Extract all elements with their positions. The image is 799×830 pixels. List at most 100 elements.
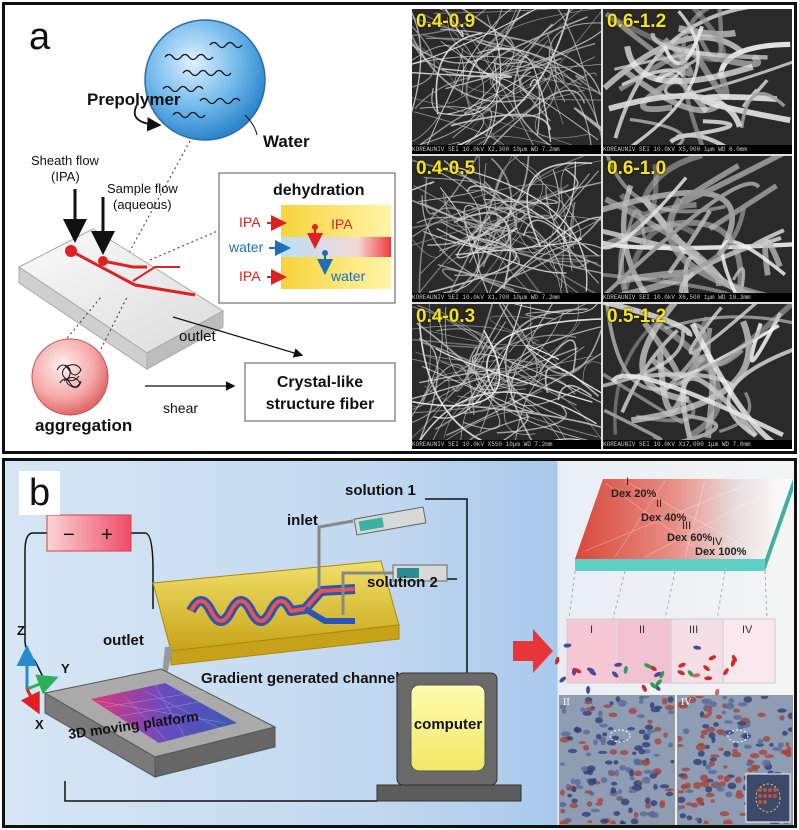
cell	[703, 665, 710, 672]
cell	[614, 662, 623, 667]
sem-size-label: 0.6-1.2	[607, 11, 667, 32]
minus-sign: −	[63, 524, 75, 546]
microfluidic-schematic: Prepolymer Water Sheath flow (IPA) Sampl…	[18, 19, 396, 435]
dex-label-3: Dex 60%	[667, 532, 712, 544]
scaffold-roman-4: IV	[712, 536, 723, 548]
ipa-top-label: IPA	[239, 214, 261, 230]
scaffold-roman-2: II	[656, 498, 662, 510]
water-right-label: water	[330, 268, 366, 284]
sem-footer: KOREAUNIV SEI 10.0kV X550 10μm WD 7.2mm	[412, 439, 601, 449]
panel-b-label: b	[19, 471, 61, 515]
water-label: Water	[263, 132, 310, 151]
3d-moving-platform	[43, 668, 277, 778]
stain-image-iv: IV	[677, 695, 793, 825]
cell	[655, 679, 663, 686]
panel-a: Prepolymer Water Sheath flow (IPA) Sampl…	[2, 2, 797, 454]
cell	[687, 670, 694, 677]
cell	[573, 668, 582, 674]
electrospinning-schematic: − + solution 1 solution 2 inlet outlet G…	[16, 476, 793, 802]
cell	[731, 654, 737, 663]
axis-y-label: Y	[61, 661, 70, 676]
cell	[554, 656, 560, 665]
polymer-chains	[162, 41, 243, 119]
cell	[586, 685, 591, 694]
scaffold-roman-3: III	[682, 520, 691, 532]
cell	[659, 670, 665, 679]
cell	[611, 671, 619, 678]
stain-image-ii: II	[559, 695, 675, 825]
sheath-flow-sub: (IPA)	[51, 169, 80, 184]
aggregation-sphere	[31, 338, 109, 416]
water-left-label: water	[228, 239, 264, 255]
computer-label: computer	[414, 716, 483, 733]
axis-x-label: X	[35, 717, 44, 732]
cell	[678, 662, 686, 668]
cell	[641, 684, 647, 692]
prepolymer-sphere	[144, 19, 266, 141]
strip-roman-3: III	[689, 624, 698, 636]
cell	[623, 665, 628, 674]
microfluidic-chip	[18, 228, 224, 370]
cell	[704, 676, 713, 681]
inlet-label: inlet	[287, 512, 318, 529]
cell	[559, 676, 567, 683]
right-arrow-icon	[513, 629, 553, 673]
strip-roman-2: II	[639, 624, 645, 636]
cell	[650, 682, 657, 689]
cells	[554, 643, 737, 705]
ipa-bottom-label: IPA	[239, 268, 261, 284]
cell	[653, 671, 662, 678]
crystal-line2: structure fiber	[266, 396, 374, 413]
axis-z-label: Z	[17, 623, 25, 638]
sheath-flow-label: Sheath flow	[31, 153, 100, 168]
panel-a-label: a	[19, 15, 61, 59]
sem-size-label: 0.4-0.3	[416, 305, 476, 327]
sem-footer: KOREAUNIV SEI 10.0kV X1,700 10μm WD 7.2m…	[412, 292, 601, 302]
strip-roman-4: IV	[742, 624, 753, 636]
stain-label-ii: II	[563, 697, 570, 708]
cell	[714, 688, 720, 697]
plus-sign: +	[101, 524, 113, 546]
dex-label-2: Dex 40%	[641, 512, 686, 524]
gradient-scaffold	[575, 479, 793, 571]
sem-footer: KOREAUNIV SEI 10.0kV X17,000 1μm WD 7.0m…	[603, 439, 792, 449]
prepolymer-label: Prepolymer	[87, 90, 181, 109]
outlet-label: outlet	[179, 328, 217, 345]
solution2-label: solution 2	[367, 574, 438, 591]
sem-footer: KOREAUNIV SEI 10.0kV X5,000 1μm WD 6.0mm	[603, 145, 792, 155]
solution1-label: solution 1	[345, 482, 416, 499]
gradient-channel-chip	[152, 560, 400, 666]
sem-footer: KOREAUNIV SEI 10.0kV X6,500 1μm WD 10.3m…	[603, 292, 792, 302]
scaffold-roman-1: I	[626, 476, 629, 488]
cell	[723, 668, 729, 676]
sample-flow-label: Sample flow	[107, 181, 178, 196]
sem-size-label: 0.6-1.0	[607, 158, 667, 180]
cell	[693, 645, 702, 650]
strip-roman-1: I	[590, 624, 593, 636]
dehydration-label: dehydration	[273, 182, 365, 199]
cell	[692, 673, 701, 678]
cell	[677, 670, 685, 676]
channel-label: Gradient generated channel	[201, 670, 399, 687]
cell	[730, 659, 736, 667]
cell	[644, 663, 652, 669]
dex-label-1: Dex 20%	[611, 488, 656, 500]
stain-label-iv: IV	[681, 697, 692, 708]
computer	[376, 672, 522, 802]
sem-footer: KOREAUNIV SEI 10.0kV X2,300 10μm WD 7.2m…	[412, 145, 601, 155]
panel-b: − + solution 1 solution 2 inlet outlet G…	[2, 458, 797, 828]
sem-size-label: 0.4-0.5	[416, 158, 476, 180]
cell	[708, 655, 717, 661]
cell	[589, 670, 597, 676]
crystal-fiber-box	[244, 362, 396, 422]
sem-size-label: 0.4-0.9	[416, 11, 476, 32]
aggregate-tangle	[56, 364, 82, 388]
cell	[563, 643, 572, 648]
